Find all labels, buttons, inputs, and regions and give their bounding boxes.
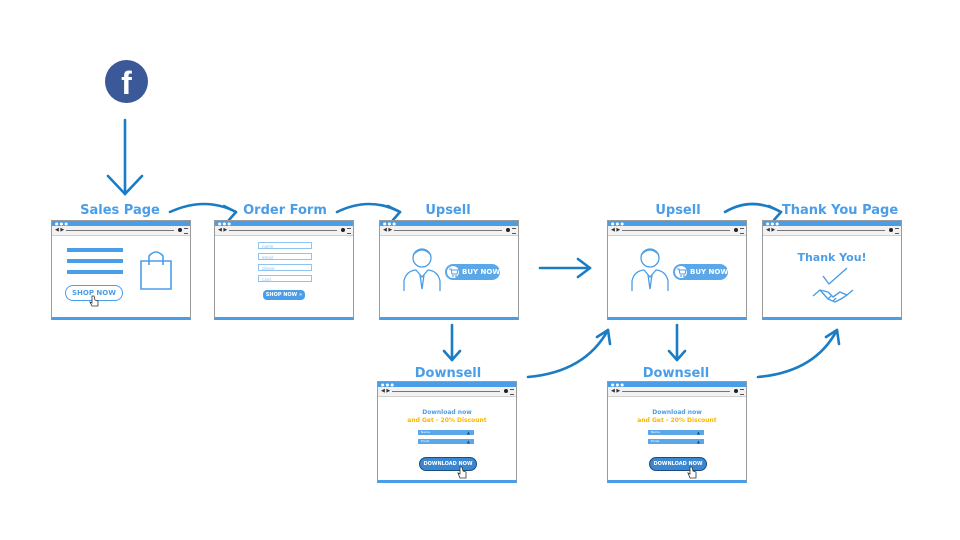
label-downsell-2: Downsell xyxy=(642,366,710,381)
hand-cursor-icon xyxy=(457,466,467,479)
buy-now-label: BUY NOW xyxy=(690,268,729,276)
downsell-window-2: ● ● ● ◀ ▶ Download now and Get - 20% Dis… xyxy=(607,381,747,483)
cart-icon xyxy=(447,266,459,278)
email-label: Email xyxy=(421,439,430,443)
hand-cursor-icon xyxy=(687,466,697,479)
user-icon: ▲ xyxy=(696,430,700,435)
name-field[interactable]: Name ▲ xyxy=(648,430,704,435)
label-sales-page: Sales Page xyxy=(80,203,160,218)
shopping-bag-icon xyxy=(140,251,172,290)
download-heading: Download now xyxy=(652,409,702,416)
shop-now-button[interactable]: SHOP NOW » xyxy=(263,290,305,300)
buy-now-label: BUY NOW xyxy=(462,268,501,276)
handshake-icon xyxy=(812,267,854,303)
businessman-icon xyxy=(403,248,441,291)
sales-page-window: ● ● ● ◀ ▶ SHOP NOW xyxy=(51,220,191,320)
svg-text:f: f xyxy=(121,65,132,101)
label-downsell-1: Downsell xyxy=(414,366,482,381)
upsell-window-1: ● ● ● ◀ ▶ BUY NOW xyxy=(379,220,519,320)
thank-you-heading: Thank You! xyxy=(797,251,867,264)
downsell-window-1: ● ● ● ◀ ▶ Download now and Get - 20% Dis… xyxy=(377,381,517,483)
facebook-icon: f xyxy=(105,60,148,103)
user-icon: ▲ xyxy=(466,430,470,435)
discount-text: and Get - 20% Discount xyxy=(407,417,487,424)
name-label: Name xyxy=(421,430,430,434)
shop-now-label: SHOP NOW xyxy=(265,292,298,298)
name-field[interactable]: name xyxy=(258,242,312,249)
label-upsell-2: Upsell xyxy=(655,203,701,218)
download-now-button[interactable]: DOWNLOAD NOW xyxy=(419,457,477,471)
email-field[interactable]: email xyxy=(258,253,312,260)
email-field[interactable]: Email ▲ xyxy=(648,439,704,444)
discount-text: and Get - 20% Discount xyxy=(637,417,717,424)
mail-icon: ▲ xyxy=(696,439,700,444)
phone-field[interactable]: phone xyxy=(258,264,312,271)
buy-now-button[interactable]: BUY NOW xyxy=(673,264,728,280)
download-now-button[interactable]: DOWNLOAD NOW xyxy=(649,457,707,471)
businessman-icon xyxy=(631,248,669,291)
order-form-window: ● ● ● ◀ ▶ name email phone card SHOP NOW… xyxy=(214,220,354,320)
label-thank-you-page: Thank You Page xyxy=(781,203,899,218)
cart-icon xyxy=(675,266,687,278)
email-label: Email xyxy=(651,439,660,443)
label-upsell-1: Upsell xyxy=(425,203,471,218)
buy-now-button[interactable]: BUY NOW xyxy=(445,264,500,280)
mail-icon: ▲ xyxy=(466,439,470,444)
name-label: Name xyxy=(651,430,660,434)
label-order-form: Order Form xyxy=(243,203,327,218)
download-heading: Download now xyxy=(422,409,472,416)
upsell-window-2: ● ● ● ◀ ▶ BUY NOW xyxy=(607,220,747,320)
thank-you-window: ● ● ● ◀ ▶ Thank You! xyxy=(762,220,902,320)
name-field[interactable]: Name ▲ xyxy=(418,430,474,435)
chevrons-icon: » xyxy=(297,292,303,298)
card-field[interactable]: card xyxy=(258,275,312,282)
hand-cursor-icon xyxy=(89,295,99,307)
email-field[interactable]: Email ▲ xyxy=(418,439,474,444)
